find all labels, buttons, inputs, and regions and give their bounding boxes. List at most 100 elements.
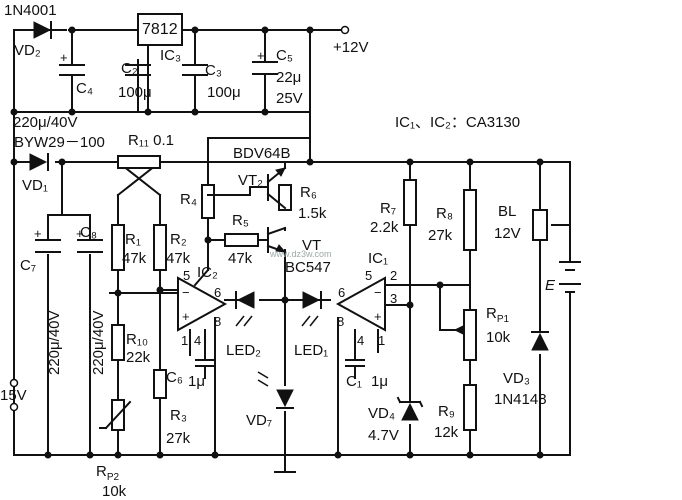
- diode-vd1: [29, 153, 49, 171]
- label-r5: R₅: [232, 212, 249, 229]
- ic1-pin4: 4: [357, 333, 364, 348]
- wires: [13, 29, 571, 473]
- label-c5-value: 22μ: [276, 69, 301, 86]
- label-r11: R₁₁ 0.1: [128, 132, 174, 149]
- label-r5-value: 47k: [228, 250, 253, 267]
- label-r6-value: 1.5k: [298, 205, 327, 222]
- label-vd3-type: 1N4148: [494, 391, 547, 408]
- label-c2: C₂: [121, 60, 138, 77]
- led-vd7: [257, 371, 294, 409]
- c4-plus: +: [60, 50, 68, 65]
- label-rp2-value: 10k: [102, 483, 127, 500]
- c7-plus: +: [34, 226, 42, 241]
- ic1-pin6: 6: [338, 285, 345, 300]
- label-c3: C₃: [205, 62, 222, 79]
- junction-dots: [10, 26, 544, 459]
- ic2-pin4: 4: [194, 333, 201, 348]
- label-ic1: IC₁: [368, 250, 388, 267]
- pin-numbers: 5 6 8 1 4 − + 5 2 6 3 8 4 1 − + + + + +: [34, 48, 397, 348]
- ic2-plus: +: [182, 309, 190, 324]
- label-bdv64b: BDV64B: [233, 145, 291, 162]
- resistor-r8: [463, 189, 477, 251]
- watermark: www.dz3w.com: [269, 249, 332, 259]
- label-r10: R₁₀: [126, 331, 148, 348]
- regulator-7812: [137, 13, 183, 46]
- label-ic3: IC₃: [160, 47, 181, 64]
- resistor-r4: [201, 184, 215, 219]
- label-vd2: VD₂: [14, 42, 41, 59]
- label-c8: C₈: [80, 224, 97, 241]
- battery-e: [559, 254, 581, 301]
- label-ic2: IC₂: [197, 264, 218, 281]
- label-c6-value: 1μ: [188, 373, 205, 390]
- relay-bl: [532, 209, 571, 241]
- label-r1: R₁: [125, 231, 141, 248]
- resistor-r5: [224, 233, 259, 247]
- label-c7: C₇: [20, 257, 36, 274]
- resistor-r6: [278, 184, 292, 211]
- label-r9-value: 12k: [434, 424, 459, 441]
- transistor-vt: [266, 226, 287, 254]
- ic1-pin1: 1: [378, 333, 385, 348]
- label-r2: R₂: [170, 231, 187, 248]
- label-vd4: VD₄: [368, 405, 395, 422]
- resistor-r1: [111, 224, 125, 271]
- label-r3-value: 27k: [166, 430, 191, 447]
- label-plus-12v: +12V: [333, 39, 368, 56]
- led-led2: [235, 291, 255, 327]
- terminals: [9, 25, 350, 412]
- label-vd3: VD₃: [503, 370, 530, 387]
- ic2-pin8: 8: [214, 314, 221, 329]
- c8-plus: +: [76, 226, 84, 241]
- terminal-15v-top: [9, 378, 19, 388]
- label-r8: R₈: [436, 205, 453, 222]
- label-vd7: VD₇: [246, 412, 272, 429]
- label-r3: R₃: [170, 407, 187, 424]
- ic2-minus: −: [182, 285, 190, 300]
- label-c8-value: 220μ/40V: [90, 310, 107, 375]
- transistor-vt2: [207, 161, 287, 210]
- label-r1-value: 47k: [122, 250, 147, 267]
- label-r4: R₄: [180, 191, 197, 208]
- label-220u-40v-top: 220μ/40V: [13, 114, 78, 131]
- label-r8-value: 27k: [428, 227, 453, 244]
- ic2-pin5: 5: [183, 268, 190, 283]
- resistor-r9: [463, 384, 477, 431]
- label-led1: LED₁: [294, 342, 328, 359]
- capacitor-c4: [59, 64, 85, 76]
- label-c6: C₆: [166, 369, 183, 386]
- label-rp1-value: 10k: [486, 329, 511, 346]
- label-c7-value: 220μ/40V: [46, 310, 63, 375]
- label-r2-value: 47k: [166, 250, 191, 267]
- labels: 1N4001 VD₂ 7812 IC₃ C₄ C₂ 100μ C₃ 100μ C…: [0, 2, 556, 500]
- ic1-pin2: 2: [390, 268, 397, 283]
- label-vd1: VD₁: [22, 177, 48, 194]
- label-c3-value: 100μ: [207, 84, 241, 101]
- opamp-ic2: [177, 276, 228, 332]
- label-r7: R₇: [380, 200, 396, 217]
- label-r7-value: 2.2k: [370, 219, 399, 236]
- diode-vd2: [21, 21, 68, 39]
- label-c5-voltage: 25V: [276, 90, 303, 107]
- led-led1: [301, 291, 322, 327]
- terminal-15v-bottom: [9, 402, 19, 412]
- potentiometer-rp2: [99, 399, 132, 431]
- ic1-pin8: 8: [337, 314, 344, 329]
- resistor-r3: [153, 369, 167, 399]
- label-c1: C₁: [346, 373, 362, 390]
- label-r10-value: 22k: [126, 349, 151, 366]
- ic2-pin1: 1: [181, 333, 188, 348]
- label-r6: R₆: [300, 184, 317, 201]
- label-vd4-value: 4.7V: [368, 427, 399, 444]
- resistor-r11: [117, 155, 161, 169]
- label-ic-note: IC₁、IC₂：CA3130: [395, 114, 520, 131]
- capacitor-c2: [125, 64, 151, 76]
- opamp-ic1: [335, 276, 386, 332]
- resistor-r10: [111, 324, 125, 361]
- label-15v: 15V: [0, 387, 27, 404]
- ic2-pin6: 6: [214, 285, 221, 300]
- capacitor-c3: [182, 64, 208, 76]
- terminal-12v: [340, 25, 350, 35]
- resistor-r7: [403, 179, 417, 226]
